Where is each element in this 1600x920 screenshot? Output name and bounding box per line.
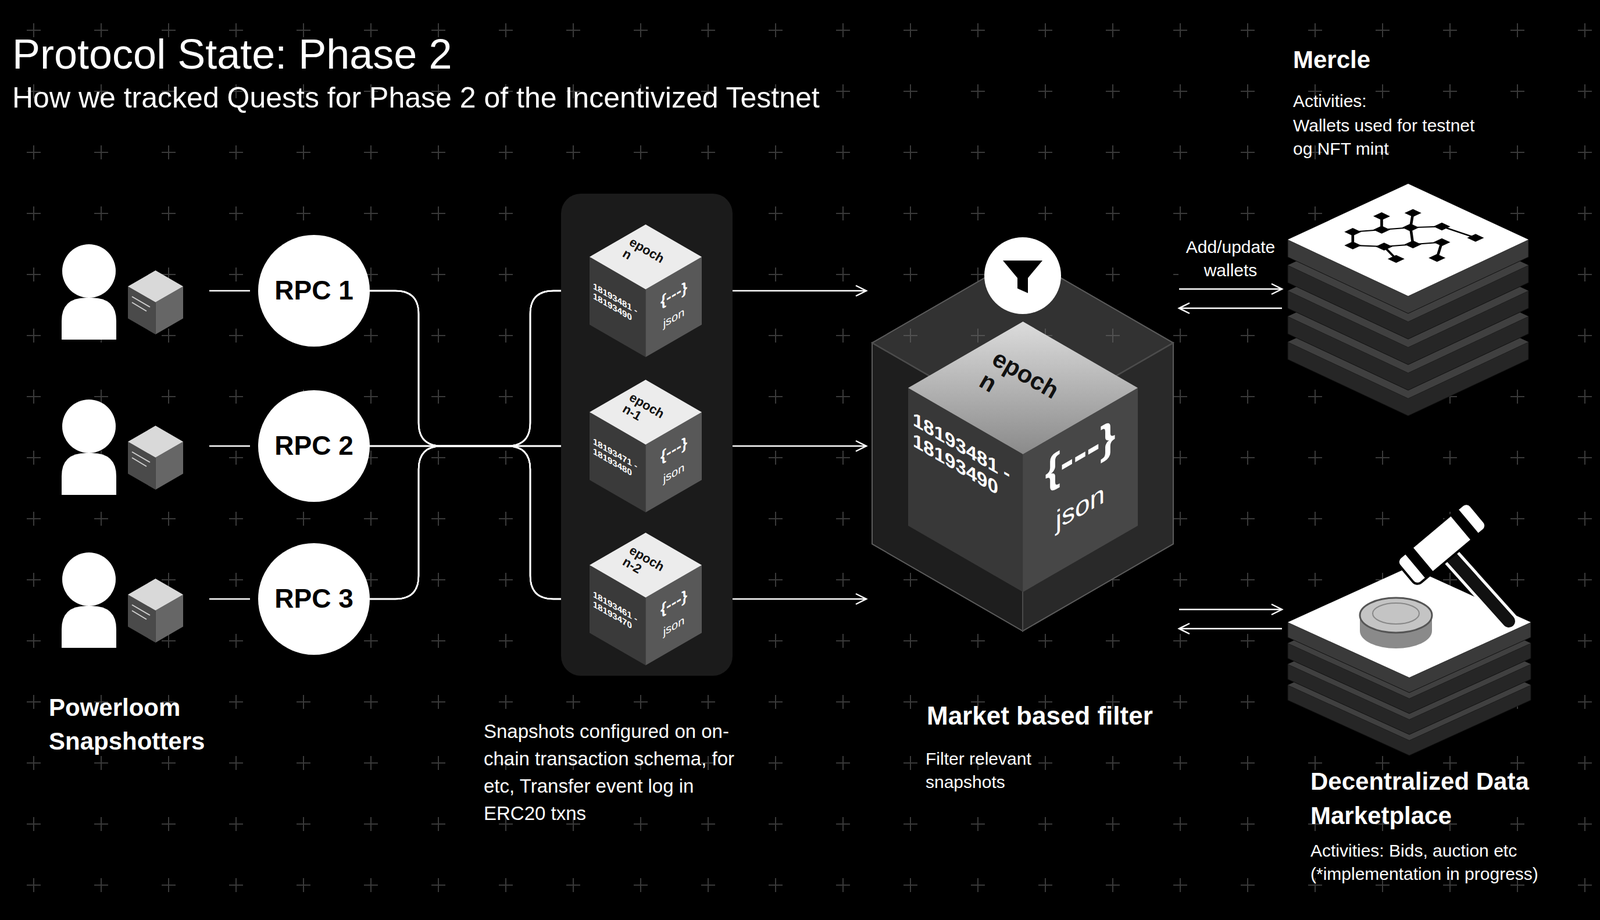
mercle-stack-shape-part-part	[1404, 208, 1422, 217]
mercle-stack-shape-part-part	[1402, 223, 1420, 232]
mercle-stack-shape	[1287, 183, 1529, 419]
mercle-stack-shape-part-part	[1433, 238, 1450, 247]
epoch-cube: epoch n-118193471 - 18193480{---}json	[589, 379, 702, 513]
marketplace-stack-shape-part	[1443, 548, 1509, 621]
marketplace-stack-shape-part	[1359, 597, 1432, 633]
connector-line	[369, 445, 590, 599]
flow-connector	[369, 290, 590, 446]
activities-text: Wallets used for testnet og NFT mint	[1293, 113, 1488, 161]
connector-line	[369, 445, 590, 599]
epoch-cube: epoch n-218193461 - 18193470{---}json	[589, 532, 702, 666]
marketplace-stack-shape	[1287, 501, 1531, 758]
mercle-stack-shape-part	[1327, 201, 1487, 275]
diagram-title: Protocol State: Phase 2	[12, 30, 452, 79]
filter-cube: epoch n18193481 - 18193490{---}jsonMarke…	[872, 255, 1174, 631]
flow-connector	[1179, 302, 1282, 314]
filter-note: Filter relevant snapshots	[925, 747, 1054, 794]
activities-text: Activities: Bids, auction etc (*implemen…	[1310, 838, 1567, 886]
marketplace-stack-shape-part	[1287, 566, 1531, 678]
arrow-head	[1271, 604, 1282, 615]
connector-line	[369, 290, 590, 446]
marketplace-title: Decentralized Data Marketplace	[1310, 764, 1555, 834]
connector-line	[369, 290, 590, 599]
marketplace-stack-shape-part-part	[1395, 501, 1489, 587]
rpc-label: RPC 2	[274, 429, 353, 462]
snapshotter-icon	[61, 399, 250, 495]
flow-connector	[369, 445, 590, 599]
marketplace-stack-shape-part-part	[1404, 547, 1434, 579]
mercle-title: Mercle	[1293, 45, 1371, 75]
arrow-head	[855, 593, 867, 605]
connector-line	[369, 290, 590, 446]
arrow-head	[1179, 623, 1190, 634]
mercle-stack-shape-part-part	[1373, 225, 1391, 234]
connector-line	[1179, 608, 1282, 611]
rpc-label: RPC 3	[274, 582, 353, 615]
arrow-head	[1179, 302, 1190, 314]
flow-connector	[369, 445, 590, 599]
arrow-head	[855, 285, 867, 296]
rpc-circle-shape-part	[258, 543, 370, 655]
epoch-cube: epoch n18193481 - 18193490{---}json	[589, 224, 702, 357]
diagram-subtitle: How we tracked Quests for Phase 2 of the…	[12, 81, 820, 116]
connector-line	[1179, 307, 1282, 310]
connector-line	[369, 290, 590, 599]
mercle-stack-shape-part-part	[1466, 233, 1484, 242]
connector-line	[369, 290, 590, 446]
connector-line	[369, 445, 590, 599]
snapshot-panel-shape-part	[561, 193, 733, 676]
flow-connector	[369, 290, 590, 599]
snapshot-panel: Snapshots configured on on-chain transac…	[561, 193, 733, 676]
filter-title: Market based filter	[926, 700, 1177, 732]
flow-connector	[369, 290, 590, 446]
snapshotter-icon	[61, 244, 250, 340]
snapshotter-icon	[61, 552, 250, 648]
mercle-stack-shape-part-part	[1404, 240, 1422, 249]
flow-connector	[1179, 283, 1282, 295]
mercle-stack: MercleActivities:Wallets used for testne…	[1287, 183, 1529, 419]
marketplace-stack-shape-part	[1372, 602, 1420, 624]
snapshot-caption: Snapshots configured on on-chain transac…	[483, 718, 752, 827]
flow-connector	[369, 445, 590, 599]
mercle-stack-shape-part-part	[1344, 227, 1362, 237]
rpc-circle-shape-part	[258, 390, 370, 502]
connector-line	[1179, 627, 1282, 630]
connector-line	[1179, 288, 1282, 291]
flow-connector	[369, 290, 590, 446]
arrow-head	[855, 440, 867, 452]
flow-connector	[1179, 604, 1282, 615]
rpc-circle-shape-part	[258, 234, 370, 347]
group-label: Powerloom Snapshotters	[48, 690, 224, 759]
activities-heading: Activities:	[1293, 90, 1367, 112]
arrow-head	[1271, 283, 1282, 295]
mercle-stack-shape-part-part	[1373, 212, 1391, 221]
flow-connector	[1179, 623, 1282, 634]
mercle-stack-shape-part-part	[1387, 255, 1405, 264]
mercle-stack-shape-part-part	[1428, 254, 1446, 263]
marketplace-stack-shape-part	[1395, 501, 1489, 587]
mercle-stack-shape-part-part	[1344, 241, 1362, 250]
filter-cube-shape-part	[984, 237, 1062, 314]
rpc-circle: RPC 1	[258, 234, 370, 347]
rpc-label: RPC 1	[274, 274, 353, 307]
edge-label: Add/update wallets	[1178, 235, 1284, 282]
mercle-stack-shape-part-part	[1375, 242, 1393, 251]
flow-connector	[369, 290, 590, 599]
mercle-stack-shape-part-part	[1433, 222, 1450, 231]
rpc-circle: RPC 2	[258, 390, 370, 502]
rpc-circle: RPC 3	[258, 543, 370, 655]
marketplace-stack-shape-part-part	[1450, 508, 1480, 541]
filter-cube-shape-part	[1002, 260, 1043, 294]
marketplace-stack-shape-part	[1443, 548, 1509, 621]
mercle-stack-shape-part	[1287, 183, 1529, 296]
marketplace-stack: Decentralized Data MarketplaceActivities…	[1287, 501, 1531, 758]
